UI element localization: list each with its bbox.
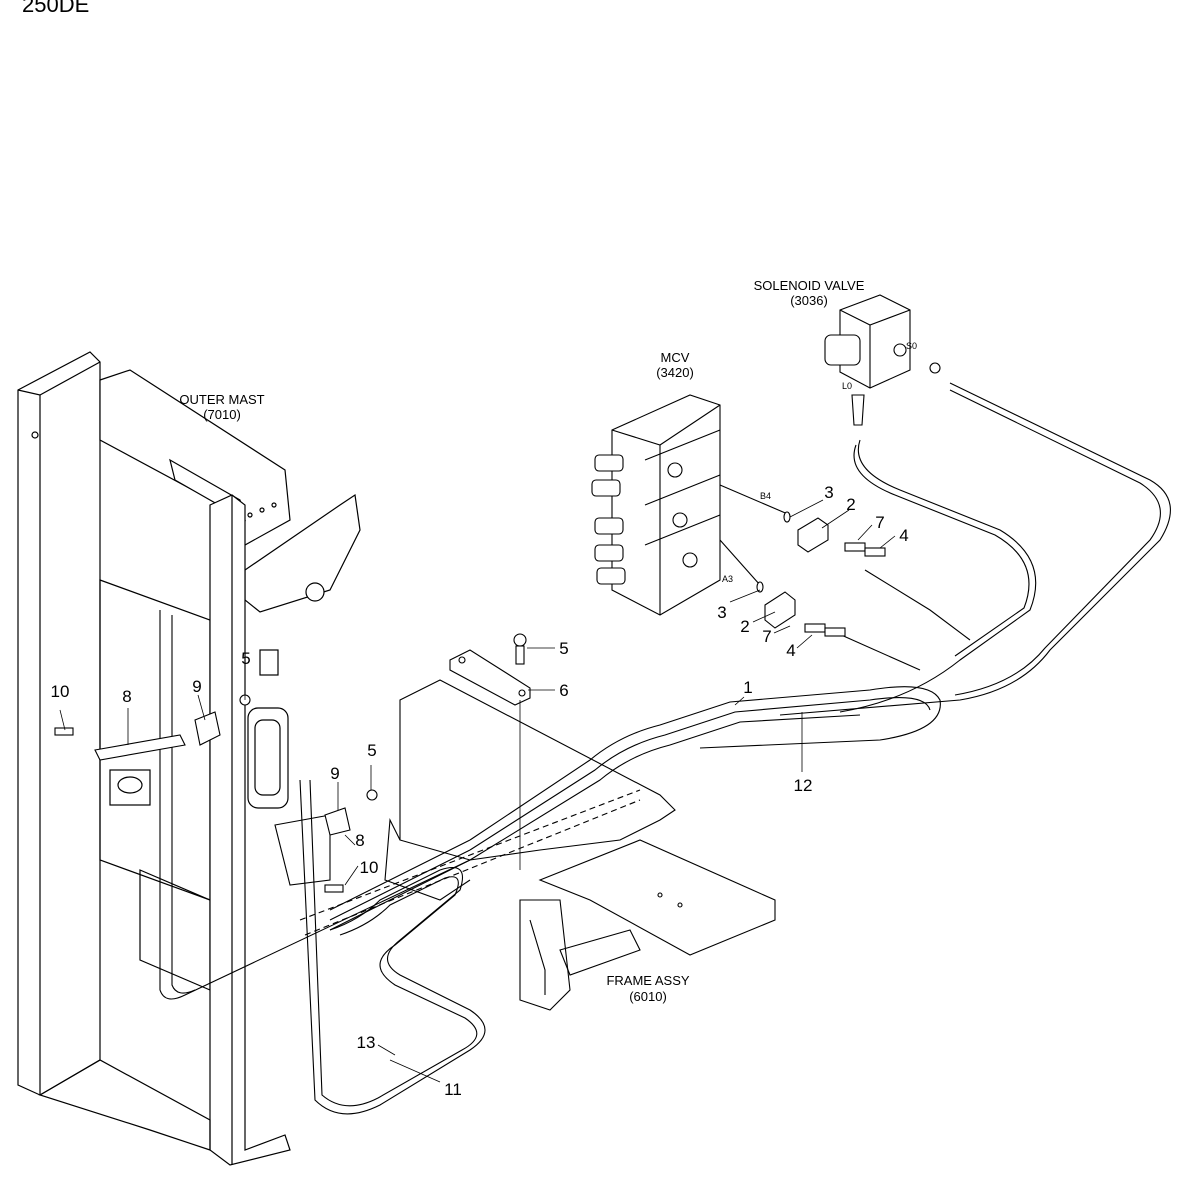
frame-assy-name: FRAME ASSY — [606, 973, 689, 988]
outer-mast-name: OUTER MAST — [179, 392, 264, 407]
callout-4: 4 — [786, 641, 795, 660]
callout-8: 8 — [355, 831, 364, 850]
frame-assy-drawing — [384, 679, 776, 1011]
callout-10: 10 — [360, 858, 379, 877]
callout-13: 13 — [357, 1033, 376, 1052]
mcv-name: MCV — [661, 350, 690, 365]
outer-mast-code: (7010) — [203, 407, 241, 422]
callout-11: 11 — [444, 1080, 462, 1099]
callout-5: 5 — [241, 649, 250, 668]
frame-assy-code: (6010) — [629, 989, 667, 1004]
solenoid-valve-code: (3036) — [790, 293, 828, 308]
callout-1: 1 — [743, 678, 752, 697]
callout-10: 10 — [51, 682, 70, 701]
callout-5: 5 — [367, 741, 376, 760]
solenoid-valve-name: SOLENOID VALVE — [754, 278, 865, 293]
port-label-s0: S0 — [906, 341, 917, 351]
callout-9: 9 — [330, 764, 339, 783]
callout-3: 3 — [824, 483, 833, 502]
leader-lines — [59, 499, 896, 1083]
port-label-l0: L0 — [842, 381, 852, 391]
callout-5: 5 — [559, 639, 568, 658]
callout-6: 6 — [559, 681, 568, 700]
callout-12: 12 — [794, 776, 813, 795]
small-parts — [54, 511, 886, 893]
callout-2: 2 — [740, 617, 749, 636]
port-label-b4: B4 — [760, 491, 771, 501]
callout-2: 2 — [846, 495, 855, 514]
solenoid-valve-drawing — [824, 294, 941, 426]
callout-4: 4 — [899, 526, 908, 545]
mcv-drawing — [591, 394, 721, 616]
outer-mast-drawing — [17, 351, 361, 1166]
model-label: 250DE — [22, 0, 89, 17]
callout-3: 3 — [717, 603, 726, 622]
callout-8: 8 — [122, 687, 131, 706]
mcv-code: (3420) — [656, 365, 694, 380]
hose-lines — [159, 382, 1171, 1115]
port-label-a3: A3 — [722, 574, 733, 584]
callout-7: 7 — [875, 513, 884, 532]
callout-9: 9 — [192, 677, 201, 696]
callout-7: 7 — [762, 627, 771, 646]
